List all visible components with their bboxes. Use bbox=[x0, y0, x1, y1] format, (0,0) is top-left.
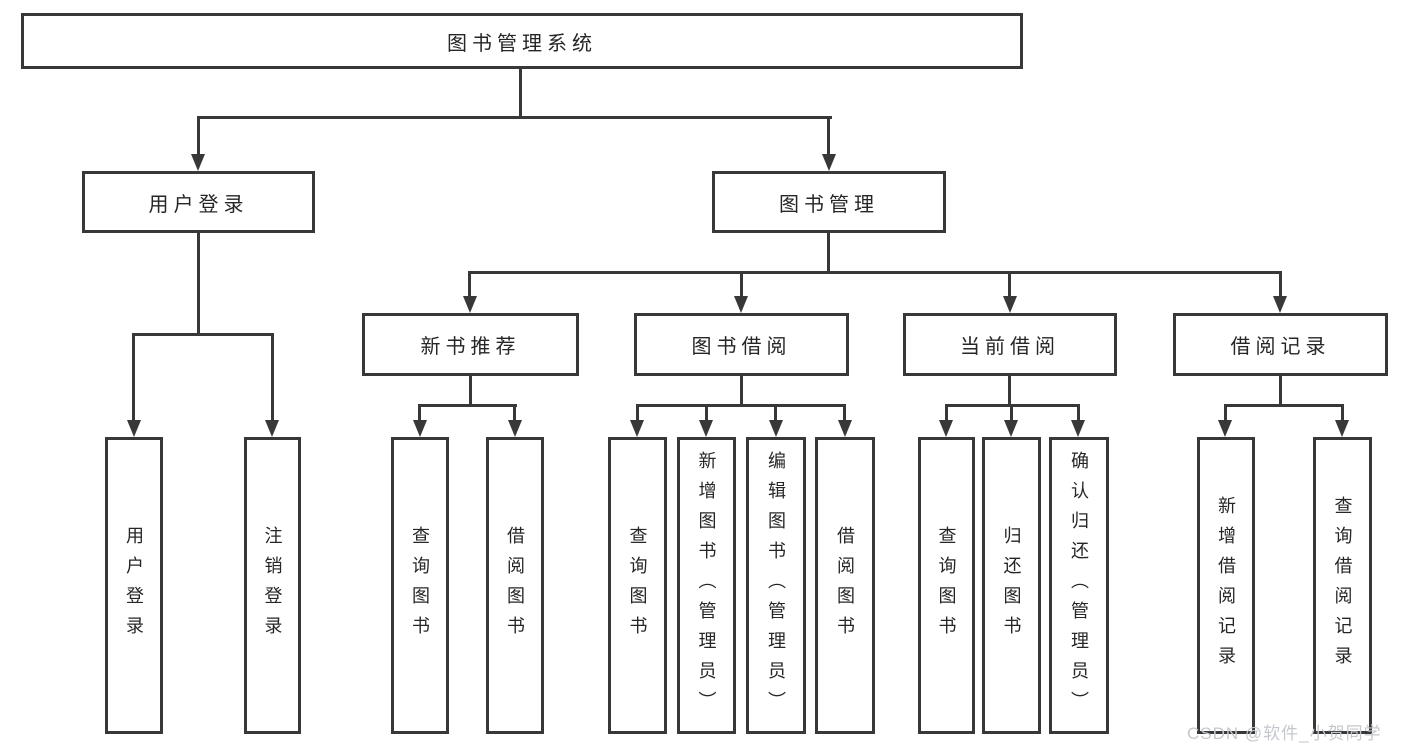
node-user-login-branch: 用户登录 bbox=[82, 171, 315, 233]
node-borrowing-records: 借阅记录 bbox=[1173, 313, 1388, 376]
arrow-down-icon bbox=[630, 420, 644, 437]
leaf-confirm-return-admin: 确认归还（管理员） bbox=[1049, 437, 1109, 734]
node-label: 查询图书 bbox=[627, 525, 648, 646]
node-label: 借阅记录 bbox=[1230, 336, 1331, 358]
connector-current-stem bbox=[1008, 375, 1011, 406]
connector-root-drop-right bbox=[827, 116, 830, 156]
connector-records-stem bbox=[1279, 375, 1282, 406]
node-label: 图书管理系统 bbox=[447, 32, 597, 55]
connector-login-stem bbox=[197, 233, 200, 335]
connector-borrow-branch bbox=[636, 404, 846, 407]
node-label: 查询图书 bbox=[936, 525, 957, 646]
arrow-down-icon bbox=[822, 154, 836, 171]
connector-mgmt-drop-3 bbox=[1008, 271, 1011, 298]
arrow-down-icon bbox=[1004, 420, 1018, 437]
connector-current-drop-3 bbox=[1077, 404, 1080, 424]
node-label: 新增借阅记录 bbox=[1216, 495, 1236, 676]
connector-login-drop-1 bbox=[132, 333, 135, 421]
arrow-down-icon bbox=[1003, 296, 1017, 313]
node-current-borrowing: 当前借阅 bbox=[903, 313, 1117, 376]
node-book-management: 图书管理 bbox=[712, 171, 946, 233]
node-label: 注销登录 bbox=[262, 525, 283, 646]
connector-root-drop-left bbox=[197, 116, 200, 156]
leaf-borrow-books-recommend: 借阅图书 bbox=[486, 437, 544, 734]
connector-mgmt-drop-4 bbox=[1279, 271, 1282, 298]
leaf-logout: 注销登录 bbox=[244, 437, 301, 734]
arrow-down-icon bbox=[1273, 296, 1287, 313]
leaf-query-books-borrowing: 查询图书 bbox=[608, 437, 667, 734]
arrow-down-icon bbox=[1335, 420, 1349, 437]
node-label: 查询借阅记录 bbox=[1332, 495, 1353, 676]
arrow-down-icon bbox=[265, 420, 279, 437]
arrow-down-icon bbox=[127, 420, 141, 437]
connector-borrow-drop-2 bbox=[705, 404, 708, 424]
connector-mgmt-drop-2 bbox=[740, 271, 743, 298]
node-book-borrowing: 图书借阅 bbox=[634, 313, 849, 376]
arrow-down-icon bbox=[463, 296, 477, 313]
leaf-query-borrow-record: 查询借阅记录 bbox=[1313, 437, 1372, 734]
node-label: 当前借阅 bbox=[960, 336, 1060, 358]
node-label: 确认归还（管理员） bbox=[1069, 450, 1089, 721]
leaf-user-login: 用户登录 bbox=[105, 437, 163, 734]
connector-records-drop-2 bbox=[1341, 404, 1344, 424]
connector-mgmt-drop-1 bbox=[468, 271, 471, 298]
connector-borrow-drop-3 bbox=[774, 404, 777, 424]
connector-newbook-drop-1 bbox=[418, 404, 421, 424]
connector-records-drop-1 bbox=[1224, 404, 1227, 424]
connector-records-branch bbox=[1224, 404, 1344, 407]
watermark: CSDN @软件_小贺同学 bbox=[1187, 724, 1382, 743]
leaf-add-borrow-record: 新增借阅记录 bbox=[1197, 437, 1255, 734]
node-label: 用户登录 bbox=[124, 525, 144, 646]
node-label: 归还图书 bbox=[1001, 525, 1022, 646]
connector-login-branch bbox=[132, 333, 274, 336]
node-label: 图书管理 bbox=[779, 193, 879, 216]
arrow-down-icon bbox=[699, 420, 713, 437]
arrow-down-icon bbox=[734, 296, 748, 313]
connector-newbook-branch bbox=[418, 404, 517, 407]
leaf-return-books: 归还图书 bbox=[982, 437, 1041, 734]
arrow-down-icon bbox=[1218, 420, 1232, 437]
connector-newbook-drop-2 bbox=[513, 404, 516, 424]
connector-root-stem bbox=[519, 69, 522, 117]
connector-mgmt-stem bbox=[827, 233, 830, 273]
node-label: 用户登录 bbox=[148, 193, 249, 216]
arrow-down-icon bbox=[413, 420, 427, 437]
arrow-down-icon bbox=[838, 420, 852, 437]
node-label: 借阅图书 bbox=[505, 525, 525, 646]
arrow-down-icon bbox=[939, 420, 953, 437]
leaf-borrow-books: 借阅图书 bbox=[815, 437, 875, 734]
connector-borrow-drop-4 bbox=[843, 404, 846, 424]
leaf-edit-books-admin: 编辑图书（管理员） bbox=[746, 437, 806, 734]
node-label: 借阅图书 bbox=[835, 525, 855, 646]
connector-borrow-drop-1 bbox=[636, 404, 639, 424]
leaf-query-books-current: 查询图书 bbox=[918, 437, 975, 734]
connector-borrow-stem bbox=[740, 375, 743, 406]
arrow-down-icon bbox=[508, 420, 522, 437]
node-library-management-system: 图书管理系统 bbox=[21, 13, 1023, 69]
node-label: 编辑图书（管理员） bbox=[766, 450, 786, 721]
node-label: 新书推荐 bbox=[420, 336, 521, 358]
leaf-query-books-recommend: 查询图书 bbox=[391, 437, 449, 734]
node-new-book-recommendation: 新书推荐 bbox=[362, 313, 579, 376]
connector-root-branch bbox=[197, 116, 832, 119]
node-label: 查询图书 bbox=[410, 525, 430, 646]
connector-current-drop-1 bbox=[945, 404, 948, 424]
connector-current-drop-2 bbox=[1010, 404, 1013, 424]
node-label: 新增图书（管理员） bbox=[696, 450, 717, 721]
connector-login-drop-2 bbox=[271, 333, 274, 421]
arrow-down-icon bbox=[1071, 420, 1085, 437]
connector-newbook-stem bbox=[469, 375, 472, 406]
arrow-down-icon bbox=[769, 420, 783, 437]
node-label: 图书借阅 bbox=[691, 336, 792, 358]
connector-mgmt-branch bbox=[468, 271, 1282, 274]
arrow-down-icon bbox=[191, 154, 205, 171]
leaf-add-books-admin: 新增图书（管理员） bbox=[677, 437, 736, 734]
